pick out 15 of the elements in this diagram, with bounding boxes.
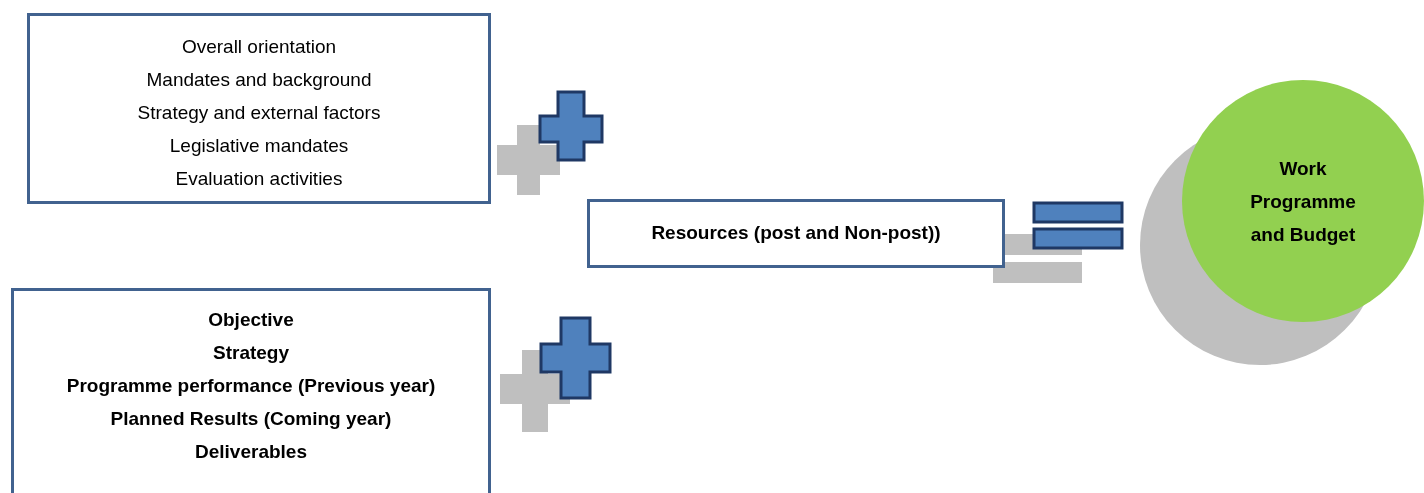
text-line: Objective: [207, 308, 295, 332]
text-line: Planned Results (Coming year): [109, 407, 393, 431]
text-box: [27, 13, 491, 204]
text-line: Evaluation activities: [174, 167, 344, 191]
text-line: Programme performance (Previous year): [65, 374, 437, 398]
text-line: Legislative mandates: [168, 134, 350, 158]
text-box: [11, 288, 491, 493]
circle-label: Work Programme and Budget: [1249, 156, 1357, 247]
text-line: Deliverables: [194, 440, 308, 464]
text-line: Strategy: [212, 341, 290, 365]
text-line: Overall orientation: [180, 35, 338, 59]
text-box: [587, 199, 1005, 268]
text-line: Strategy and external factors: [136, 101, 382, 125]
text-line: Mandates and background: [145, 68, 373, 92]
text-line: Resources (post and Non-post)): [650, 221, 942, 245]
